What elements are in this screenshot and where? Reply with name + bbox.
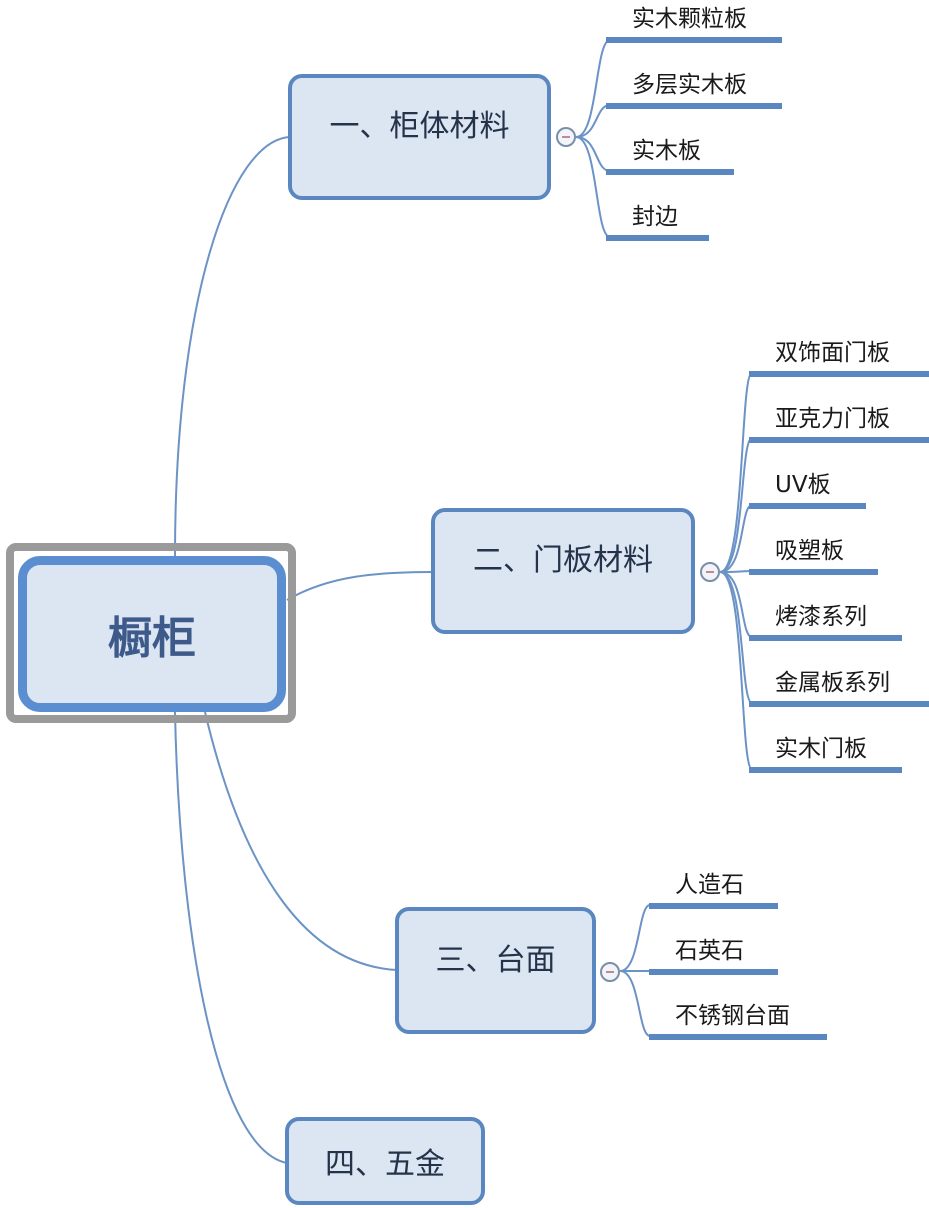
leaf-label: 双饰面门板: [775, 340, 890, 366]
leaf-underline: [606, 169, 734, 175]
leaf-underline: [749, 701, 929, 707]
leaf-label: 石英石: [675, 938, 744, 964]
minus-circle-icon[interactable]: [700, 562, 720, 582]
leaf-label: 不锈钢台面: [675, 1003, 790, 1029]
leaf-label: 人造石: [675, 872, 744, 898]
branch-node-cabinet-materials[interactable]: 一、柜体材料: [288, 74, 551, 200]
leaf-label: 封边: [632, 204, 678, 230]
connector-root-branch-3: [204, 711, 398, 971]
leaf-label: 亚克力门板: [775, 406, 890, 432]
leaf-underline: [606, 235, 709, 241]
branch-label: 四、五金: [325, 1147, 445, 1182]
leaf-label: 多层实木板: [632, 72, 747, 98]
branch-node-hardware[interactable]: 四、五金: [285, 1117, 485, 1205]
connector-root-branch-1: [174, 136, 291, 557]
minus-circle-icon[interactable]: [600, 962, 620, 982]
branch-label: 一、柜体材料: [329, 109, 510, 144]
leaf-underline: [749, 503, 866, 509]
leaf-underline: [649, 1034, 827, 1040]
branch-label: 二、门板材料: [473, 543, 653, 578]
leaf-label: 实木门板: [775, 736, 867, 762]
leaf-label: 吸塑板: [775, 538, 844, 564]
leaf-label: UV板: [775, 472, 831, 498]
connector-root-branch-2: [286, 571, 434, 601]
leaf-label: 金属板系列: [775, 670, 890, 696]
leaf-underline: [606, 103, 782, 109]
leaf-label: 实木颗粒板: [632, 6, 747, 32]
leaf-underline: [606, 37, 782, 43]
leaf-underline: [749, 371, 929, 377]
leaf-underline: [749, 437, 929, 443]
root-selection-frame: [6, 543, 296, 723]
leaf-underline: [649, 969, 778, 975]
leaf-label: 实木板: [632, 138, 701, 164]
root-node[interactable]: 橱柜: [18, 556, 286, 712]
leaf-underline: [749, 767, 902, 773]
minus-circle-icon[interactable]: [556, 127, 576, 147]
root-node-label: 橱柜: [108, 613, 196, 664]
leaf-underline: [649, 903, 778, 909]
leaf-underline: [749, 635, 902, 641]
leaf-underline: [749, 569, 878, 575]
leaf-label: 烤漆系列: [775, 604, 867, 630]
branch-label: 三、台面: [435, 942, 556, 978]
branch-node-door-materials[interactable]: 二、门板材料: [431, 508, 695, 634]
connector-root-branch-4: [174, 711, 288, 1164]
branch-node-countertop[interactable]: 三、台面: [395, 907, 596, 1034]
